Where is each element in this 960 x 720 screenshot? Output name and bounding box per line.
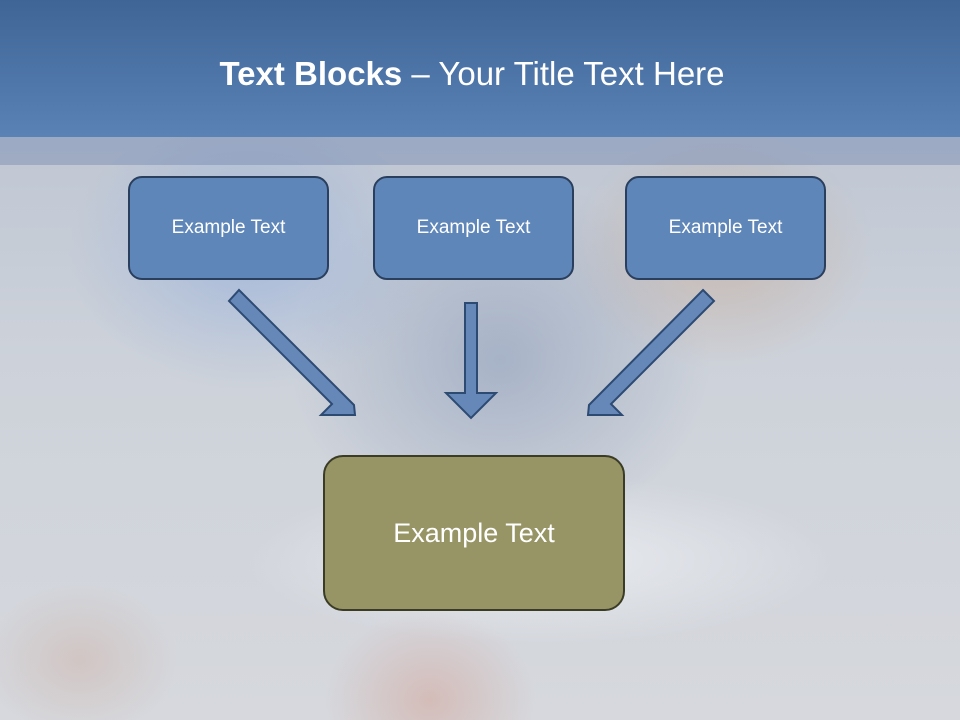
slide-title-bold: Text Blocks <box>219 55 403 92</box>
slide-title[interactable]: Text Blocks – Your Title Text Here <box>0 52 944 96</box>
title-bar: Text Blocks – Your Title Text Here <box>0 0 960 137</box>
text-block-left[interactable]: Example Text <box>128 176 329 280</box>
slide-title-separator: – <box>402 55 439 92</box>
text-block-center-label: Example Text <box>416 217 531 238</box>
target-text-block-label: Example Text <box>393 517 555 548</box>
arrow-left-diagonal-icon[interactable] <box>227 288 357 416</box>
text-block-right[interactable]: Example Text <box>625 176 826 280</box>
text-block-right-label: Example Text <box>668 217 783 238</box>
arrow-right-diagonal-icon[interactable] <box>586 288 716 416</box>
arrow-down-icon[interactable] <box>443 302 499 420</box>
slide-title-rest: Your Title Text Here <box>438 55 725 92</box>
target-text-block[interactable]: Example Text <box>323 455 625 611</box>
header-divider-band <box>0 137 960 165</box>
text-block-left-label: Example Text <box>171 217 286 238</box>
text-block-center[interactable]: Example Text <box>373 176 574 280</box>
